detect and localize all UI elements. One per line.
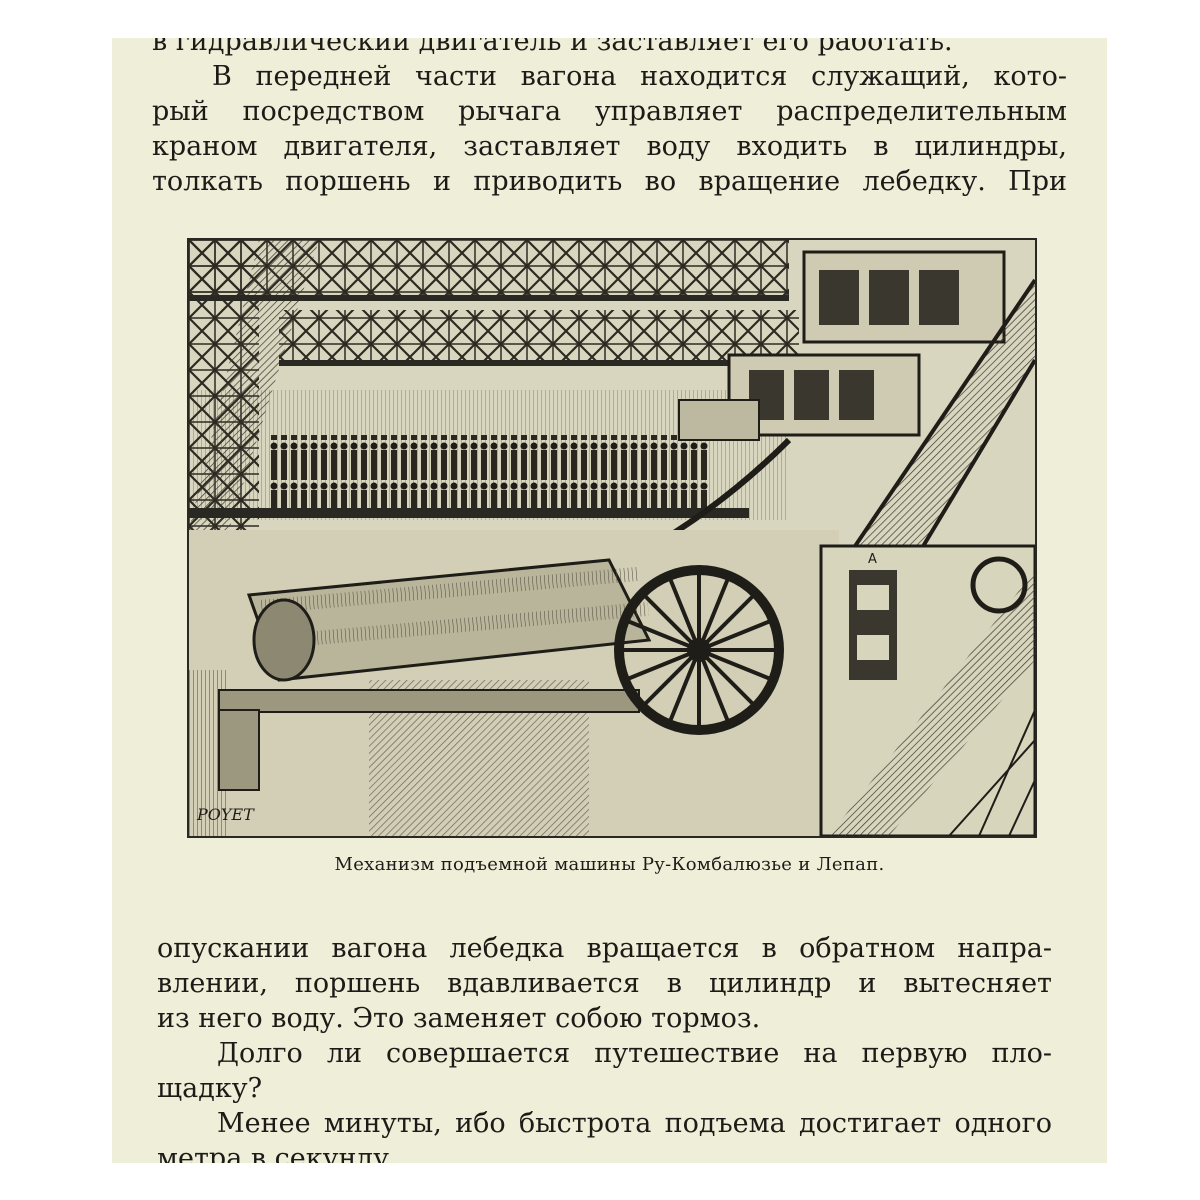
inset-label: A <box>868 552 877 567</box>
text-line-cut: в гидравлический двигатель и заставляет … <box>152 38 953 57</box>
text-line: Долго ли совершается путешествие на перв… <box>217 1038 1052 1069</box>
text-line: из него воду. Это заменяет собою тормоз. <box>157 1003 761 1034</box>
text-line: щадку? <box>157 1073 263 1104</box>
text-line: опускании вагона лебедка вращается в обр… <box>157 933 1052 964</box>
bottom-text-block: опускании вагона лебедка вращается в обр… <box>157 931 1052 1163</box>
winch-wheel <box>614 565 784 735</box>
text-line: В передней части вагона находится служащ… <box>212 61 1067 92</box>
text-line: метра в секунду. <box>157 1143 398 1163</box>
engraving-drawing: A POYET <box>189 240 1035 836</box>
inset-detail-panel: A <box>819 544 1035 836</box>
text-line: краном двигателя, заставляет воду входит… <box>152 131 1067 162</box>
book-page: в гидравлический двигатель и заставляет … <box>112 38 1107 1163</box>
text-line: толкать поршень и приводить во вращение … <box>152 166 1067 197</box>
figure-caption: Механизм подъемной машины Ру-Комбалюзье … <box>334 854 885 875</box>
engraving-illustration: A POYET <box>187 238 1037 838</box>
text-line: влении, поршень вдавливается в цилиндр и… <box>157 968 1052 999</box>
elevator-car <box>678 250 1006 441</box>
engraver-signature: POYET <box>196 805 255 824</box>
text-line: Менее минуты, ибо быстрота подъема дости… <box>217 1108 1052 1139</box>
text-line: рый посредством рычага управляет распред… <box>152 96 1067 127</box>
top-text-block: в гидравлический двигатель и заставляет … <box>152 38 1067 199</box>
hydraulic-cylinder <box>218 558 652 791</box>
